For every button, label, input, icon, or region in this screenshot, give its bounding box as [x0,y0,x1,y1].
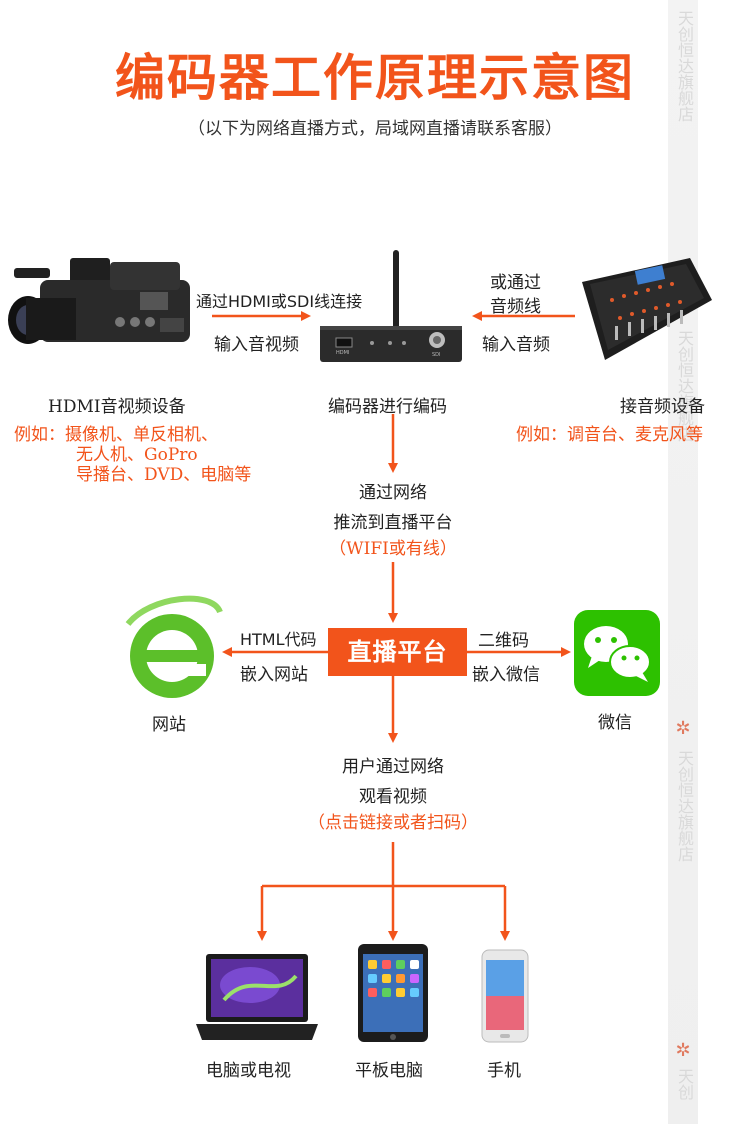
device-laptop-label: 电脑或电视 [206,1056,291,1081]
device-tablet-label: 平板电脑 [355,1056,423,1081]
device-phone-label: 手机 [487,1056,521,1081]
